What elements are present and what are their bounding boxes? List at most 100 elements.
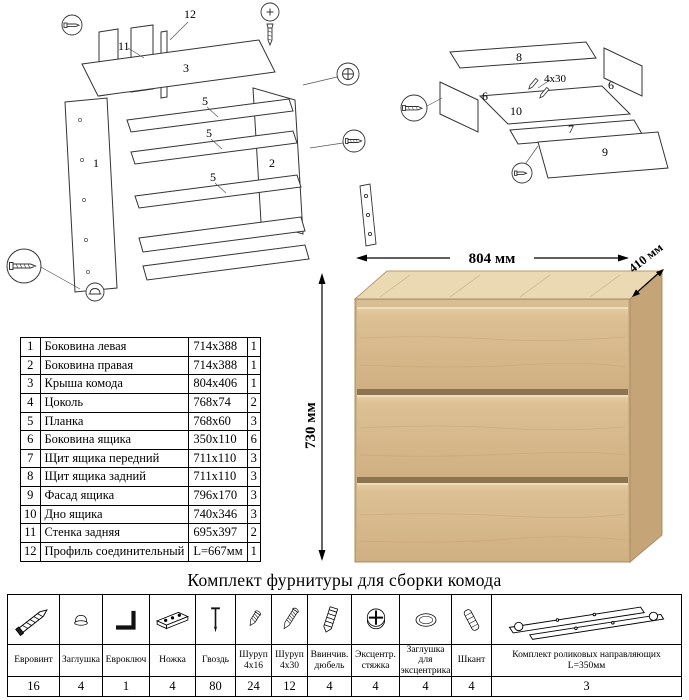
part-qty: 3 <box>246 411 261 432</box>
drawer-front <box>357 307 628 389</box>
hardware-item: Комплект роликовых направляющих L=350мм 3 <box>492 595 682 696</box>
hardware-item: Гвоздь 80 <box>196 595 236 696</box>
part-size: 714x388 <box>188 337 248 357</box>
part-number: 9 <box>20 486 41 506</box>
hardware-item-qty: 16 <box>27 679 40 693</box>
hardware-item-qty: 3 <box>583 679 590 693</box>
part-label-11: 11 <box>118 39 130 53</box>
dowel-holes <box>78 118 90 274</box>
drawer-gap <box>357 477 628 483</box>
confirmat-screw-callout <box>6 248 42 284</box>
part-name: Боковина правая <box>39 355 190 376</box>
hardware-item-qty: 4 <box>326 679 333 693</box>
screw-size-note: 4x30 <box>544 73 567 85</box>
part-size: 804x406 <box>188 374 248 394</box>
part-size: 768x60 <box>188 411 248 432</box>
right-side-panel <box>252 87 304 235</box>
wood-grain <box>359 274 626 543</box>
part-number: 3 <box>20 374 41 394</box>
leader-lines <box>38 21 344 290</box>
part-label-6: 6 <box>482 89 488 103</box>
plinth-rail <box>138 216 306 253</box>
drawer-back-panel <box>449 41 597 69</box>
plug-icon <box>60 595 102 645</box>
cam-cap-icon <box>400 595 451 645</box>
exploded-diagram-drawer: 8 4x30 6 6 10 7 9 <box>400 41 669 184</box>
drawer-slide-callout <box>359 183 377 247</box>
hardware-item-name: Ввинчив. дюбель <box>308 645 351 677</box>
small-screws <box>528 77 550 99</box>
height-dimension: 730 мм <box>303 402 319 449</box>
hardware-item-name: Шуруп 4x30 <box>272 645 307 677</box>
part-qty: 3 <box>246 448 261 469</box>
part-name: Щит ящика задний <box>39 467 190 487</box>
part-number: 12 <box>20 541 41 562</box>
part-size: L=667мм <box>188 541 248 562</box>
cam-lock-callout <box>336 62 360 86</box>
hardware-item-qty: 4 <box>422 679 429 693</box>
part-size: 740x346 <box>188 504 248 525</box>
drawer-front <box>357 395 628 477</box>
roller-slides-icon <box>492 595 681 645</box>
hardware-item: Евровинт 16 <box>8 595 60 696</box>
dresser-top-rail <box>357 300 628 307</box>
part-name: Боковина левая <box>39 337 190 357</box>
part-label-5: 5 <box>202 94 208 108</box>
dowel-pin-icon <box>452 595 491 645</box>
part-qty: 6 <box>246 430 261 450</box>
screw-callout <box>260 2 280 47</box>
part-size: 711x110 <box>188 448 248 469</box>
part-size: 711x110 <box>188 467 248 487</box>
part-qty: 1 <box>246 355 261 376</box>
hardware-item-name: Заглушка <box>60 645 102 677</box>
hardware-item-qty: 12 <box>283 679 296 693</box>
hardware-item-name: Евровинт <box>8 645 59 677</box>
drawer-front <box>357 483 628 561</box>
part-label-1: 1 <box>93 156 99 170</box>
width-label-bg <box>450 247 534 267</box>
dresser-render: 804 мм 730 мм 410 мм <box>303 243 666 564</box>
cap-callout <box>85 282 105 302</box>
part-label-7: 7 <box>568 122 574 136</box>
hardware-item-qty: 1 <box>122 679 130 693</box>
dresser-side-face <box>629 269 663 564</box>
arrowheads <box>318 254 664 561</box>
part-qty: 3 <box>246 467 261 487</box>
screw-callout <box>61 14 83 36</box>
part-size: 350x110 <box>188 430 248 450</box>
hardware-item-name: Комплект роликовых направляющих L=350мм <box>492 645 681 677</box>
hardware-item-name: Заглушка для эксцентрика <box>400 644 451 677</box>
nail-icon <box>196 595 235 645</box>
part-number: 1 <box>20 337 41 357</box>
hardware-kit-title: Комплект фурнитуры для сборки комода <box>187 570 502 590</box>
part-number: 8 <box>20 467 41 487</box>
hardware-item-qty: 4 <box>169 679 176 693</box>
screw-4x16-icon <box>236 595 271 645</box>
part-name: Планка <box>39 411 190 432</box>
hardware-item-qty: 4 <box>468 679 475 693</box>
exploded-diagram-cabinet: 12 11 3 1 2 5 5 5 <box>6 2 377 302</box>
part-number: 6 <box>20 430 41 450</box>
screw-callout <box>511 162 533 184</box>
part-number: 11 <box>20 523 41 543</box>
part-qty: 1 <box>246 541 261 562</box>
hardware-item-name: Гвоздь <box>196 645 235 677</box>
part-name: Цоколь <box>39 392 190 413</box>
hardware-item-qty: 80 <box>209 679 222 693</box>
hardware-item-name: Ножка <box>150 645 195 677</box>
width-dimension: 804 мм <box>469 251 516 267</box>
hardware-item: Заглушка для эксцентрика 4 <box>400 595 452 696</box>
